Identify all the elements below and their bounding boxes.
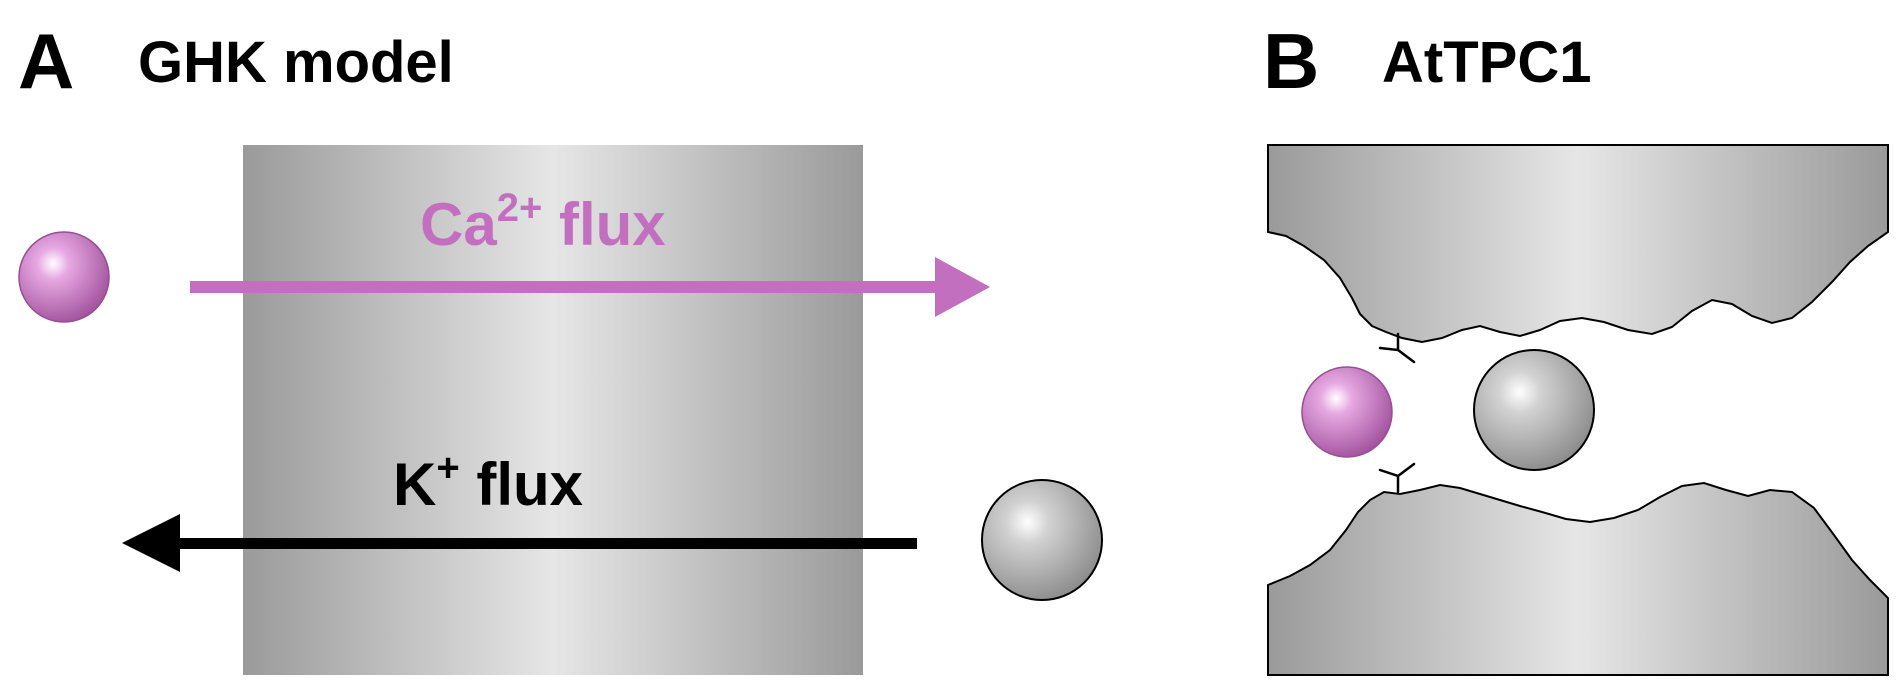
- arrow-right-icon: [190, 257, 990, 317]
- panel-b-letter: B: [1263, 17, 1319, 105]
- binding-site-icon: [1378, 462, 1416, 494]
- channel-upper-wall: [1267, 144, 1889, 344]
- panel-a-letter: A: [18, 17, 74, 105]
- panel-a-title: GHK model: [138, 30, 454, 95]
- membrane-slab: [243, 145, 863, 675]
- potassium-ion-icon: [981, 479, 1103, 601]
- potassium-ion-icon: [1473, 349, 1595, 471]
- binding-site-icon: [1378, 332, 1416, 364]
- arrow-left-icon: [122, 514, 917, 572]
- ca-flux-label: Ca2+ flux: [420, 186, 666, 258]
- k-flux-label: K+ flux: [393, 446, 583, 518]
- calcium-ion-icon: [1301, 366, 1393, 458]
- calcium-ion-icon: [18, 231, 110, 323]
- panel-a: A GHK model Ca2+ flux K+ flux: [18, 17, 1103, 675]
- channel-lower-wall: [1267, 481, 1889, 676]
- panel-b-title: AtTPC1: [1382, 30, 1591, 95]
- panel-b: B AtTPC1: [1263, 17, 1889, 676]
